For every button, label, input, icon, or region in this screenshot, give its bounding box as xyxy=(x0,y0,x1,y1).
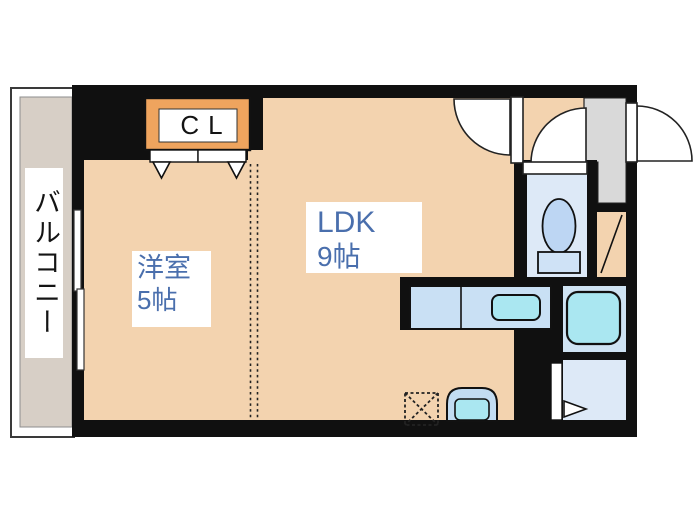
washbasin-icon xyxy=(446,387,498,422)
washroom-door-leaf xyxy=(550,362,563,421)
wall-kitchen-top xyxy=(400,277,637,286)
ldk-door-swing xyxy=(453,98,511,156)
washroom-door-arrow xyxy=(563,399,589,419)
ldk-name: LDK xyxy=(317,206,376,239)
washroom-door xyxy=(550,362,589,421)
closet xyxy=(143,96,252,180)
refrigerator-space-icon xyxy=(404,392,439,426)
wall-counter-stub xyxy=(400,277,410,330)
shoe-storage-diagonal xyxy=(600,214,623,274)
toilet-door-swing xyxy=(530,107,587,164)
closet-door-arrow-right xyxy=(226,161,247,180)
western-room-size: 5帖 xyxy=(137,284,178,315)
toilet-door-leaf xyxy=(522,161,588,175)
washbasin-bowl xyxy=(454,398,490,421)
bathtub-icon xyxy=(565,290,622,346)
ldk-floor-sliver xyxy=(248,150,263,162)
refrigerator-box xyxy=(404,392,439,426)
entry-door xyxy=(625,102,693,163)
ldk-size: 9帖 xyxy=(317,241,361,273)
western-room-name: 洋室 xyxy=(137,253,191,283)
refrigerator-x2 xyxy=(404,392,439,426)
closet-door-right xyxy=(197,149,247,163)
room-divider-dashed-line xyxy=(249,164,259,419)
toilet-door xyxy=(522,107,588,175)
window-icon xyxy=(73,209,85,371)
kitchen-counter xyxy=(409,285,552,330)
western-room-label: 洋室 5帖 xyxy=(132,251,211,327)
closet-door-arrow-left xyxy=(151,161,172,180)
closet-label: CL xyxy=(180,110,232,141)
wall-bath-washroom xyxy=(563,352,626,360)
window-pane-lower xyxy=(76,288,85,371)
ldk-door-leaf xyxy=(510,96,524,164)
window-pane-upper xyxy=(73,209,82,292)
balcony-label: バルコニー xyxy=(25,168,63,358)
toilet-tank xyxy=(537,251,581,274)
toilet-bowl xyxy=(541,198,577,254)
shoe-storage-area xyxy=(597,212,626,277)
ldk-door xyxy=(453,96,524,164)
ldk-label: LDK 9帖 xyxy=(306,202,422,273)
entry-door-leaf xyxy=(625,102,638,163)
toilet-icon xyxy=(537,198,581,274)
closet-label-box xyxy=(158,108,238,143)
entry-door-swing xyxy=(636,105,693,162)
kitchen-sink-icon xyxy=(491,294,541,321)
closet-door-left xyxy=(149,149,199,163)
